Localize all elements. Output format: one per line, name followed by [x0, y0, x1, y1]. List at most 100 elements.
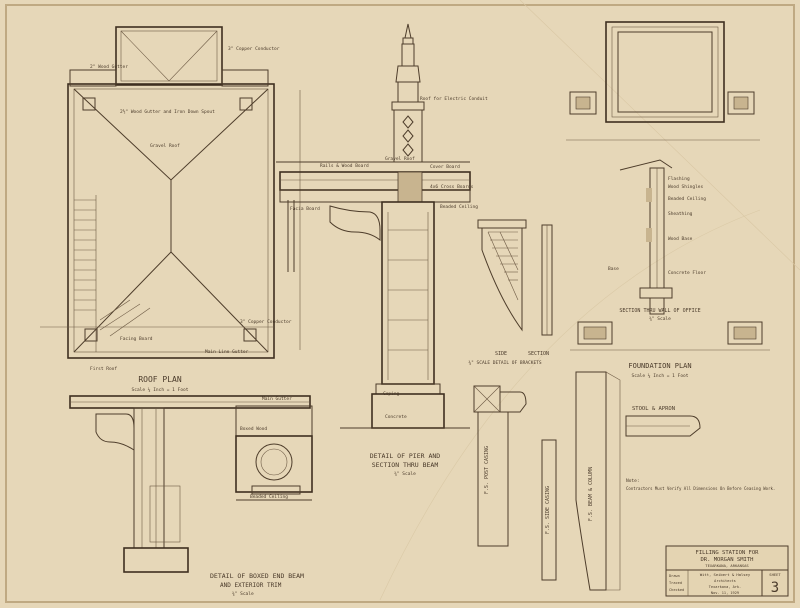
fold-arc: [379, 209, 761, 601]
beam-post-base: [123, 547, 189, 573]
beam-detail-scale: ¾" Scale: [232, 591, 254, 597]
project-title: FILLING STATION FOR: [696, 550, 760, 556]
wall-section-scale: ¾" Scale: [649, 316, 671, 322]
wall-note: Wood Base: [668, 236, 693, 242]
beam-note: Main Gutter: [262, 396, 292, 402]
roof-plan-inner-outline: [73, 88, 269, 353]
pier-footing-plan-e-core: [733, 96, 749, 110]
bracket-hatch: [487, 231, 519, 301]
window-sill: [646, 228, 652, 242]
foundation-pier-w-core: [583, 326, 607, 340]
end-elevation-circle: [255, 443, 293, 481]
gutter-box-right: [221, 69, 269, 87]
roof-note: Main Line Gutter: [205, 349, 249, 355]
rafter-lines: [74, 195, 151, 352]
foundation-plan-title: FOUNDATION PLAN: [628, 362, 691, 370]
post-casing-cap: [500, 391, 527, 413]
roof-note: Gravel Roof: [150, 143, 180, 149]
roof-note: 2½" Wood Gutter and Iron Down Spout: [120, 108, 215, 115]
paper-edge: [5, 4, 795, 603]
rear-roof-hips: [120, 30, 218, 82]
architect-role: Architects: [714, 579, 736, 583]
pier-detail: Roof for Electric Conduit Gravel Roof Co…: [276, 23, 488, 477]
pier-footing-plan-w: [569, 91, 597, 115]
bracket-side: [481, 227, 523, 332]
wall-note: Concrete Floor: [668, 270, 706, 276]
corner-post-ne: [239, 97, 253, 111]
corner-post-se: [243, 328, 257, 342]
beam-detail: Main Gutter Boxed Wood Beaded Ceiling DE…: [69, 395, 313, 597]
roof-note: 3" Copper Conductor: [228, 46, 280, 52]
foundation-pier-e-core: [733, 326, 757, 340]
side-casing-label: F.S. SIDE CASING: [545, 486, 551, 534]
wall-section-title: SECTION THRU WALL OF OFFICE: [619, 308, 700, 314]
pier-detail-scale: ¾" Scale: [394, 471, 416, 477]
corner-post-sw: [84, 328, 98, 342]
title-block: FILLING STATION FOR DR. MORGAN SMITH TEX…: [665, 545, 789, 597]
checked-label: Checked: [669, 588, 684, 592]
gutter-box-left: [69, 69, 117, 87]
foundation-pier-w: [577, 321, 613, 345]
note-label: Note:: [626, 478, 640, 484]
office-plan-inner: [617, 31, 713, 113]
office-plan-outline: [605, 21, 725, 123]
roof-note: 2" Wood Gutter: [90, 64, 128, 70]
wall-note: Wood Shingles: [668, 184, 704, 190]
pier-detail-title: DETAIL OF PIER AND: [370, 452, 441, 460]
wall-note: Beaded Ceiling: [668, 196, 706, 202]
wall-foundation: [649, 297, 665, 315]
roof-note: First Roof: [90, 366, 117, 372]
wall-section: Flashing Wood Shingles Beaded Ceiling Sh…: [566, 21, 770, 379]
roof-note: 3" Copper Conductor: [240, 319, 292, 325]
rear-roof-outline: [115, 26, 223, 86]
roof-plan: 2½" Wood Gutter and Iron Down Spout 2" W…: [40, 26, 301, 393]
bracket-detail: SIDE SECTION ¾" SCALE DETAIL OF BRACKETS: [468, 219, 553, 366]
wall-note: Flashing: [668, 176, 690, 182]
office-plan-wall: [611, 26, 719, 118]
roof-note: Facing Board: [120, 336, 153, 342]
beam-post-panel: [149, 485, 181, 543]
beam-lower: [279, 189, 471, 203]
end-elevation-circle-inner: [260, 448, 288, 476]
post-casing-profile: [477, 412, 509, 547]
pier-diamonds: [402, 115, 414, 157]
roof-plan-title: ROOF PLAN: [138, 375, 182, 384]
bracket-title: ¾" SCALE DETAIL OF BRACKETS: [468, 360, 541, 366]
project-location: TEXARKANA, ARKANSAS: [705, 563, 749, 568]
pier-detail-title-2: SECTION THRU BEAM: [372, 461, 439, 469]
architect-name: Witt, Seibert & Halsey: [700, 572, 751, 577]
wall-note: Base: [608, 266, 619, 272]
pier-note: Facia Board: [290, 206, 320, 212]
beam-column-label: F.S. BEAM & COLUMN: [588, 467, 594, 521]
pier-footing-plan-w-core: [575, 96, 591, 110]
foundation-pier-e: [727, 321, 763, 345]
post-casing-cross: [473, 385, 501, 413]
beam-core: [397, 171, 423, 203]
foundation-plan-scale: Scale ¼ Inch = 1 Foot: [632, 373, 689, 379]
pier-note: Concrete: [385, 414, 407, 420]
roof-plan-scale: Scale ¼ Inch = 1 Foot: [132, 387, 189, 393]
corner-post-nw: [82, 97, 96, 111]
fold-crease: [519, 0, 800, 271]
pier-note: Coping: [383, 391, 400, 397]
stool-apron-profile: [625, 415, 701, 437]
full-size-details: F.S. POST CASING F.S. SIDE CASING F.S. B…: [473, 371, 775, 591]
beam-bracket: [95, 413, 135, 451]
architect-city: Texarkana, Ark.: [709, 585, 741, 589]
post-casing-box: [473, 385, 501, 413]
pier-note: Gravel Roof: [385, 156, 415, 162]
sheet-label: SHEET: [769, 572, 781, 577]
pier-note: 4x6 Cross Boards: [430, 184, 474, 190]
stool-apron-label: STOOL & APRON: [632, 406, 675, 412]
pier-bracket: [329, 205, 381, 242]
contractor-note: Contractors Must Verify All Dimensions O…: [626, 486, 775, 491]
pier-note: Rails & Wood Board: [320, 163, 369, 169]
drawing-date: Nov. 11, 1929: [711, 591, 739, 595]
side-casing-profile: [541, 439, 557, 581]
wall-roof-edge: [619, 159, 673, 171]
drawn-label: Drawn: [669, 574, 680, 578]
wall-note: Sheathing: [668, 211, 693, 217]
pier-note: Cover Board: [430, 164, 460, 170]
